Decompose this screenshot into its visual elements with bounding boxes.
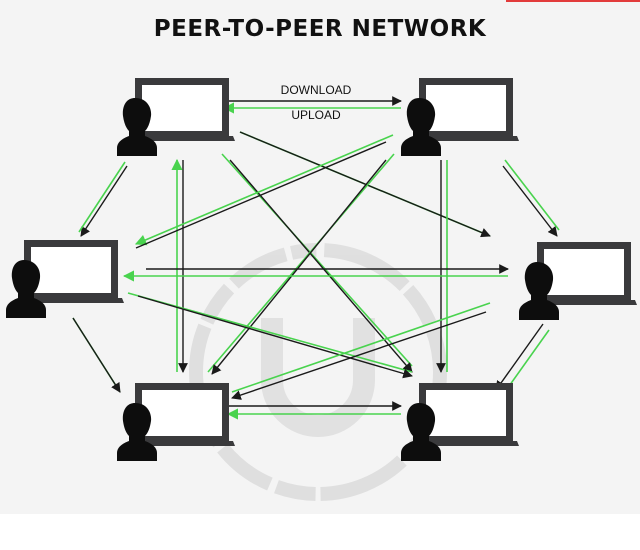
person-icon (6, 260, 46, 318)
peer-top-left (117, 78, 235, 156)
download-arrow-23 (72, 317, 121, 393)
download-label: DOWNLOAD (281, 83, 352, 97)
person-icon (117, 403, 157, 461)
laptop-icon (413, 78, 519, 141)
person-icon (401, 403, 441, 461)
download-arrow-11 (135, 141, 387, 249)
person-icon (117, 98, 157, 156)
peer-nodes (6, 78, 637, 461)
peer-mid-left (6, 240, 124, 318)
upload-arrow-12 (207, 153, 395, 373)
download-arrow-25 (231, 311, 487, 400)
download-arrow-13 (211, 159, 387, 375)
laptop-icon (531, 242, 637, 305)
peer-top-right (401, 78, 519, 156)
download-arrow-2 (80, 165, 128, 237)
laptop-icon (413, 383, 519, 446)
laptop-icon (129, 383, 235, 446)
laptop-icon (129, 78, 235, 141)
upload-arrow-20 (127, 292, 413, 373)
upload-arrow-8 (221, 153, 413, 367)
upload-arrow-17 (504, 159, 560, 231)
peer-mid-right (519, 242, 637, 320)
upload-arrow-24 (231, 302, 491, 393)
accent-bar (506, 0, 640, 2)
connection-arrows (72, 96, 560, 420)
download-arrow-16 (502, 165, 558, 237)
peer-bottom-left (117, 383, 235, 461)
peer-bottom-right (401, 383, 519, 461)
download-arrow-26 (495, 323, 544, 391)
upload-arrow-3 (78, 161, 126, 233)
upload-arrow-10 (134, 134, 394, 246)
download-arrow-21 (137, 295, 413, 379)
download-arrow-7 (239, 131, 491, 238)
laptop-icon (18, 240, 124, 303)
person-icon (401, 98, 441, 156)
person-icon (519, 262, 559, 320)
bottom-band (0, 514, 640, 550)
diagram-title: PEER-TO-PEER NETWORK (153, 16, 487, 42)
upload-label: UPLOAD (291, 108, 341, 122)
